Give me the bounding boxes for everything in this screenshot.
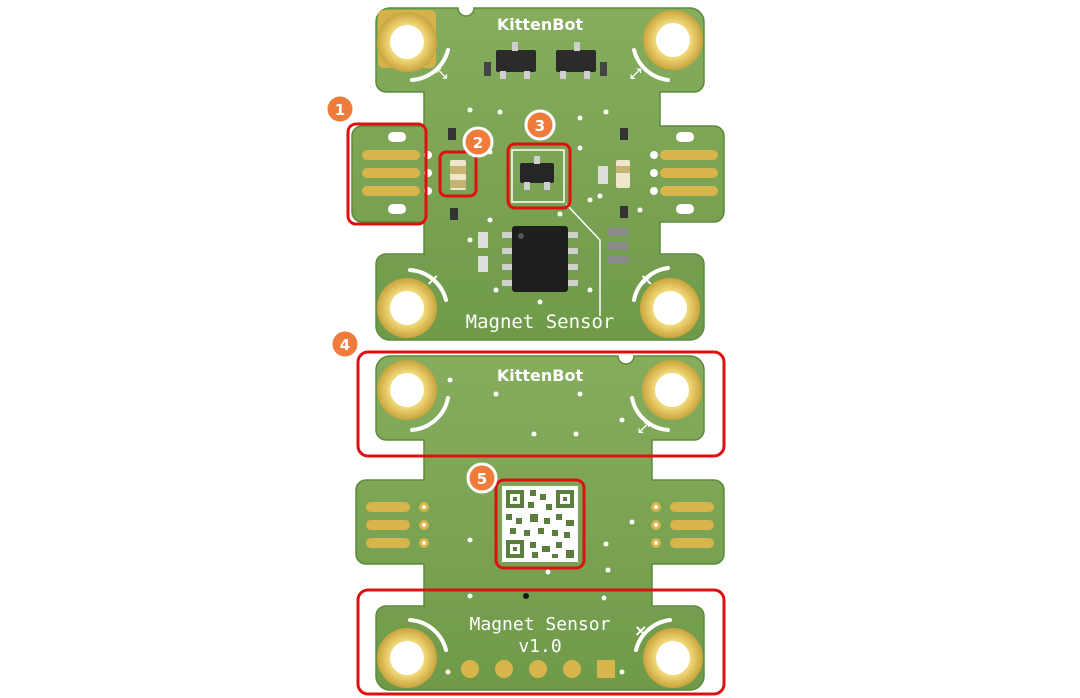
silk-trace xyxy=(565,203,601,316)
bottom-board-brand: KittenBot xyxy=(497,366,584,385)
led xyxy=(616,160,630,188)
mounting-hole-top-left xyxy=(377,10,437,72)
highlight-box-4 xyxy=(356,350,726,458)
svg-text:2: 2 xyxy=(473,134,483,152)
vias xyxy=(467,107,643,305)
rotate-arrow-icon: ⤢ xyxy=(630,66,641,82)
resistor xyxy=(620,206,628,218)
svg-text:3: 3 xyxy=(535,117,545,135)
rotate-arrow-icon: ⤡ xyxy=(436,66,448,82)
cross-mark-icon: × xyxy=(640,270,653,289)
callout-badge-2: 2 xyxy=(462,126,494,158)
mounting-hole-bottom-right xyxy=(643,628,703,688)
svg-text:1: 1 xyxy=(335,101,345,119)
svg-text:4: 4 xyxy=(340,336,350,354)
mounting-hole-top-right xyxy=(643,10,703,70)
highlight-box-1 xyxy=(346,122,428,226)
highlight-box-5 xyxy=(494,478,586,570)
svg-text:5: 5 xyxy=(477,470,487,488)
bottom-board-label: Magnet Sensor xyxy=(470,614,611,635)
soic8-chip xyxy=(502,226,578,292)
bottom-board-version: v1.0 xyxy=(518,636,561,657)
resistor xyxy=(620,128,628,140)
hall-sensor-chip xyxy=(511,149,565,203)
bottom-board: ⤢ × KittenBot Magnet Sensor v1.0 xyxy=(355,355,725,691)
resistor xyxy=(600,62,607,76)
transistor-chip xyxy=(496,42,536,79)
silk-arcs xyxy=(408,396,672,652)
callout-badge-1: 1 xyxy=(324,93,356,125)
highlight-box-3 xyxy=(506,142,572,210)
left-connector-pads xyxy=(366,502,429,548)
mounting-hole-bottom-left xyxy=(377,278,437,338)
top-board: ⤡ ⤢ × × KittenBot Magnet Sensor xyxy=(351,7,725,341)
top-board-brand: KittenBot xyxy=(497,15,584,34)
led xyxy=(450,160,466,190)
vias xyxy=(445,377,635,675)
qr-code xyxy=(502,486,578,562)
fiducial xyxy=(523,593,529,599)
silk-arcs xyxy=(408,48,670,302)
resistor xyxy=(450,208,458,220)
mounting-hole-top-right xyxy=(642,360,702,420)
mounting-hole-bottom-right xyxy=(640,278,700,338)
capacitor xyxy=(478,256,488,272)
callout-badge-3: 3 xyxy=(524,109,556,141)
test-pads xyxy=(461,660,615,678)
cross-mark-icon: × xyxy=(634,621,647,640)
mounting-hole-top-left xyxy=(377,360,437,420)
mounting-hole-bottom-left xyxy=(377,628,437,688)
highlight-box-bottom xyxy=(356,588,726,696)
highlight-boxes xyxy=(346,122,726,696)
right-connector-pads xyxy=(651,502,714,548)
rotate-arrow-icon: ⤢ xyxy=(638,420,649,436)
cross-mark-icon: × xyxy=(426,270,439,289)
top-board-label: Magnet Sensor xyxy=(466,311,615,333)
callout-badge-4: 4 xyxy=(329,328,361,360)
left-connector-pads xyxy=(362,132,432,214)
capacitor xyxy=(598,166,608,184)
resistor-array xyxy=(608,228,628,264)
callout-badge-5: 5 xyxy=(466,462,498,494)
capacitor xyxy=(478,232,488,248)
transistor-chip xyxy=(556,42,596,79)
right-connector-pads xyxy=(650,132,718,214)
resistor xyxy=(448,128,456,140)
resistor xyxy=(484,62,491,76)
highlight-box-2 xyxy=(438,150,478,198)
